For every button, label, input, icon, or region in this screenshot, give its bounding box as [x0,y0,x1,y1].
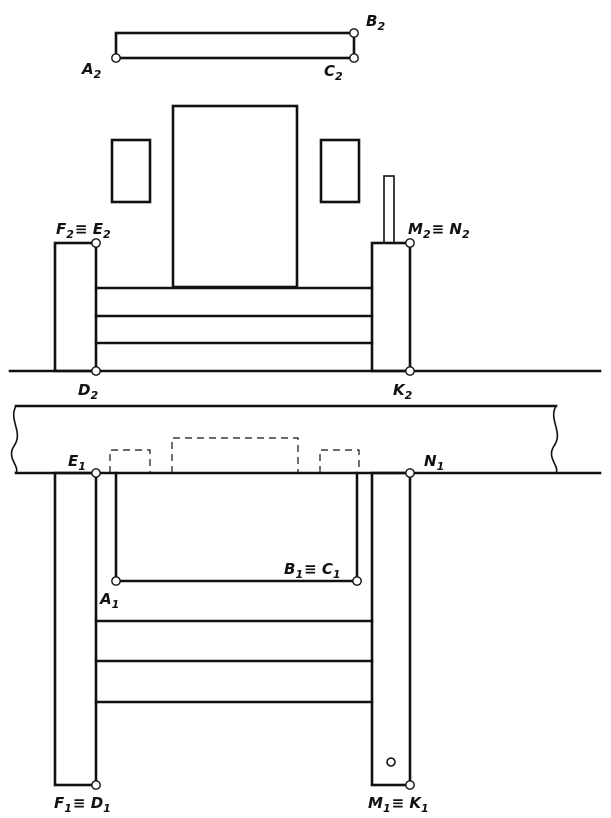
label-f2-e2: F2≡ E2 [56,220,111,241]
label-f1-d1: F1≡ D1 [54,794,111,815]
right-break-line [550,405,559,474]
point-f1-d1 [91,780,101,790]
left-break-line [10,405,19,474]
label-b2: B2 [366,12,385,33]
point-d2 [91,366,101,376]
wall-band-top-view [14,404,602,475]
label-d2: D2 [78,381,98,402]
top-view [10,404,602,787]
steps-top-view [94,619,374,704]
label-k2: K2 [393,381,413,402]
point-e1 [91,468,101,478]
label-m1-k1: M1≡ K1 [368,794,429,815]
backrest-front-view [171,104,299,289]
hidden-outlines-top-view [109,437,360,473]
hole-top-view [386,757,396,767]
points [91,28,415,790]
label-b1-c1: B1≡ C1 [284,560,341,581]
plate-front-view [114,31,356,60]
label-a1: A1 [99,590,119,611]
point-b2 [349,28,359,38]
right-window-front-view [319,138,361,204]
steps-front-view [94,286,374,345]
plate-top-view [114,471,359,583]
point-a2 [111,53,121,63]
left-post-front-view [53,241,98,373]
point-n1 [405,468,415,478]
point-m1-k1 [405,780,415,790]
label-c2: C2 [324,62,343,83]
right-post-top-view [370,471,412,787]
left-window-front-view [110,138,152,204]
point-b1-c1 [352,576,362,586]
label-e1: E1 [68,452,86,473]
point-k2 [405,366,415,376]
front-view [53,31,412,373]
label-n1: N1 [424,452,444,473]
point-f2-e2 [91,238,101,248]
left-post-top-view [53,471,98,787]
rod-front-view [383,175,395,244]
right-post-front-view [370,241,412,373]
label-m2-n2: M2≡ N2 [408,220,470,241]
label-a2: A2 [81,60,102,81]
point-c2 [349,53,359,63]
labels: A2 B2 C2 F2≡ E2 M2≡ N2 D2 K2 E1 N1 B1≡ C… [54,12,470,815]
point-a1 [111,576,121,586]
point-m2-n2 [405,238,415,248]
